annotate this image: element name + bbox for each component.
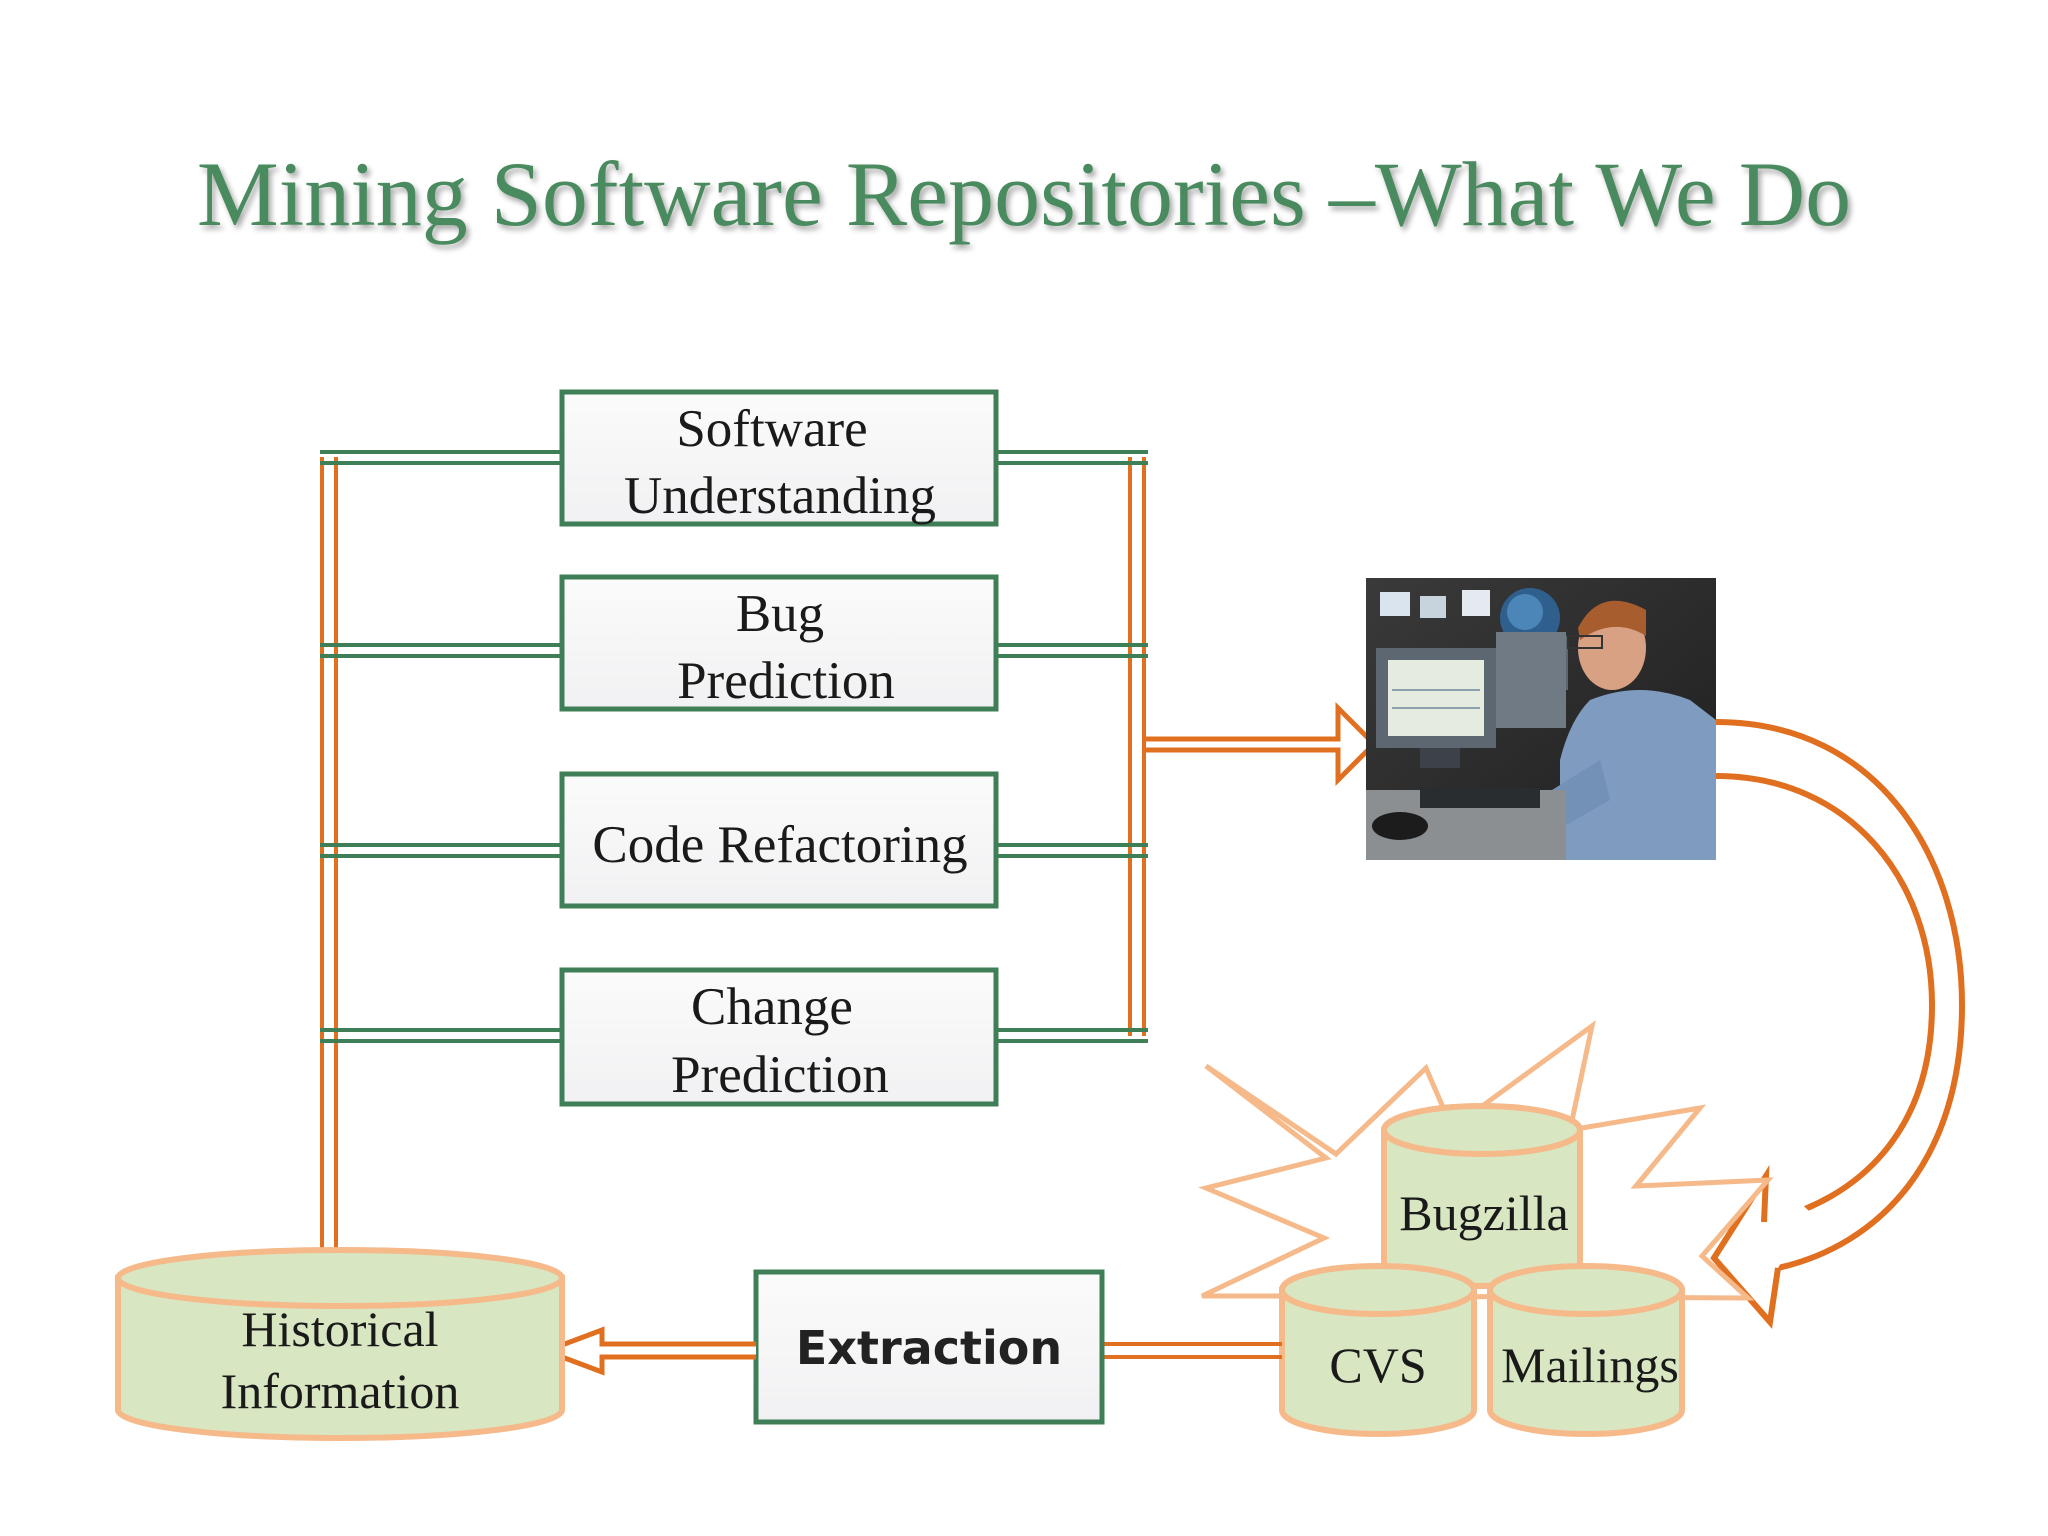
extraction-label: Extraction: [796, 1321, 1062, 1375]
historical-label-line1: Historical: [241, 1301, 438, 1357]
task-label-line2: Prediction: [677, 652, 895, 710]
slide-title: Mining Software Repositories –What We Do: [197, 143, 1851, 245]
curved-arrow-to-repositories: [1710, 719, 1966, 1329]
task-box-software-understanding: Software Understanding: [559, 389, 999, 527]
cylinder-historical-information: Historical Information: [115, 1247, 565, 1441]
arrow-to-developer: [1146, 701, 1378, 787]
connector-repos-to-extraction: [1102, 1342, 1282, 1359]
task-label-line1: Code Refactoring: [592, 816, 967, 874]
task-label-line2: Prediction: [671, 1046, 889, 1104]
right-connector-bus: [996, 450, 1148, 1043]
cylinder-label: CVS: [1329, 1337, 1426, 1393]
developer-photo: [1366, 578, 1716, 860]
arrow-to-historical: [538, 1326, 756, 1376]
extraction-box: Extraction: [753, 1269, 1105, 1425]
task-box-change-prediction: Change Prediction: [559, 967, 999, 1107]
cylinder-mailings: Mailings: [1487, 1263, 1685, 1437]
cylinder-bugzilla: Bugzilla: [1381, 1103, 1583, 1289]
task-label-line1: Bug: [736, 585, 824, 643]
historical-label-line2: Information: [221, 1363, 460, 1419]
cylinder-label: Bugzilla: [1399, 1185, 1568, 1241]
task-label-line1: Change: [691, 978, 853, 1036]
task-box-bug-prediction: Bug Prediction: [559, 574, 999, 712]
cylinder-label: Mailings: [1501, 1337, 1679, 1393]
task-label-line1: Software: [676, 400, 867, 458]
cylinder-cvs: CVS: [1279, 1263, 1477, 1437]
task-label-line2: Understanding: [624, 467, 936, 525]
task-box-code-refactoring: Code Refactoring: [559, 771, 999, 909]
left-connector-bus: [320, 450, 562, 1272]
